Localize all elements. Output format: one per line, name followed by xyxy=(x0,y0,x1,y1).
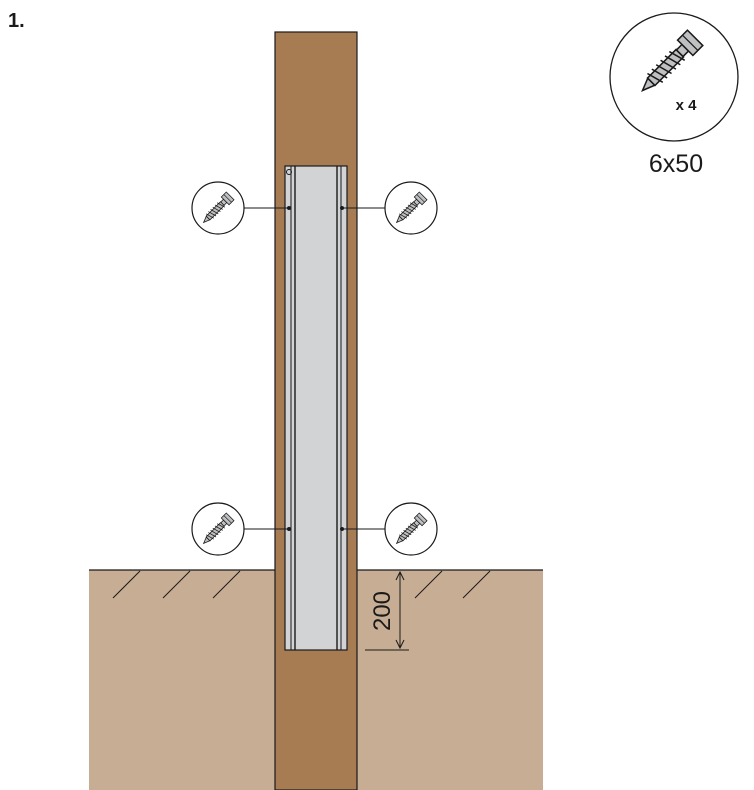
hardware-badge: x 4 xyxy=(609,12,739,142)
screw-callout-top-left xyxy=(191,181,245,235)
metal-sleeve xyxy=(284,165,348,651)
step-number: 1. xyxy=(8,10,25,32)
depth-dimension xyxy=(365,569,409,651)
ground-hatching xyxy=(112,570,491,599)
screw-callout-bottom-left xyxy=(191,502,245,556)
depth-label: 200 xyxy=(369,591,396,631)
screw-callout-bottom-right xyxy=(384,502,438,556)
callout-leaders xyxy=(244,207,388,530)
screw-callout-top-right xyxy=(384,181,438,235)
hardware-size-label: 6x50 xyxy=(649,150,703,178)
hardware-quantity: x 4 xyxy=(676,97,698,114)
